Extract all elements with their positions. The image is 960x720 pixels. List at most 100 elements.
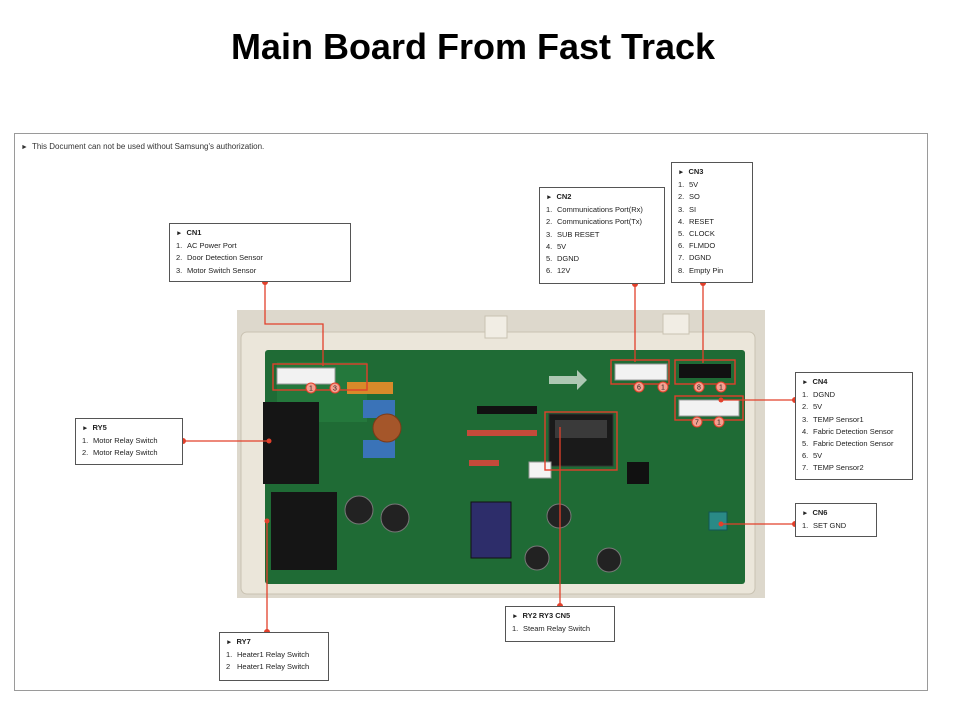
pin-description: DGND [813,390,836,400]
ry7-relay [271,492,337,570]
pin-number: 1. [82,436,89,446]
resistor-row [469,460,499,466]
pin-list-item: 1. 5V [678,179,746,191]
pin-list-item: 3.SI [678,204,746,216]
pin-description: Communications Port(Rx) [557,205,643,215]
transformer [470,501,512,559]
pin-description: TEMP Sensor2 [813,463,864,473]
pin-list-item: 6. 5V [802,450,906,462]
pin-number: 3. [546,229,553,239]
pin-list-item: 1.AC Power Port [176,240,344,252]
pin-description: Motor Switch Sensor [187,265,257,275]
callout-header-text: CN3 [688,167,704,176]
pin-list-item: 3.SUB RESET [546,229,658,241]
pin-list-item: 2. Communications Port(Tx) [546,216,658,228]
cn6-connector [708,511,728,531]
callout-header-text: CN2 [556,192,572,201]
cn4-highlight [674,395,744,421]
pin-list-item: 4.5V [546,241,658,253]
electrolytic-capacitor [344,495,374,525]
arrow-print [549,370,587,390]
svg-text:6: 6 [637,385,641,392]
pin-description: 5V [689,180,699,190]
pin-mark: 1 [305,382,317,394]
pin-description: SET GND [813,521,847,531]
pin-number: 3. [678,204,685,214]
pin-description: Empty Pin [689,265,724,275]
pin-description: TEMP Sensor1 [813,414,864,424]
pin-number: 1. [678,180,685,190]
svg-text:1: 1 [309,386,313,393]
pin-number: 2. [546,217,553,227]
callout-header-text: RY5 [92,423,107,432]
pin-list-item: 1. SET GND [802,520,870,532]
pin-mark: 1 [713,416,725,428]
pin-list-item: 5. DGND [546,253,658,265]
triangle-bullet-icon: ► [226,639,233,646]
ry5-relay [263,402,319,484]
callout-header: ►CN4 [802,376,906,389]
pin-number: 8. [678,265,685,275]
callout-header: ►RY2 RY3 CN5 [512,610,608,623]
svg-text:1: 1 [717,420,721,427]
triangle-bullet-icon: ► [21,144,28,151]
cn1-connector [276,367,336,385]
pin-description: AC Power Port [187,241,237,251]
callout-header-text: CN6 [812,508,828,517]
pin-number: 5. [546,254,553,264]
electrolytic-capacitor [546,503,572,529]
triangle-bullet-icon: ► [546,194,553,201]
pin-description: Fabric Detection Sensor [813,439,894,449]
pin-list-item: 7.TEMP Sensor2 [802,462,906,474]
pin-number: 2. [802,402,809,412]
pin-number: 6. [546,266,553,276]
pin-list-item: 5.Fabric Detection Sensor [802,438,906,450]
callout-header: ►RY7 [226,636,322,649]
pin-description: Communications Port(Tx) [557,217,643,227]
pin-list-item: 1.DGND [802,389,906,401]
inductor [372,413,402,443]
triangle-bullet-icon: ► [512,613,519,620]
pin-number: 4. [546,241,553,251]
electrolytic-capacitor [380,503,410,533]
main-board-image: 1 3 6 1 8 1 7 1 [237,310,765,598]
pin-list-item: 1.Heater1 Relay Switch [226,649,322,661]
pin-description: Heater1 Relay Switch [237,650,310,660]
capacitor-orange [347,382,393,394]
pin-number: 3. [176,265,183,275]
relay-top [555,420,607,438]
svg-text:3: 3 [333,386,337,393]
resistor-row [467,430,537,436]
electrolytic-capacitor [524,545,550,571]
triangle-bullet-icon: ► [82,425,89,432]
pin-list-item: 2. 5V [802,401,906,413]
casing-tab [662,313,690,335]
page-title: Main Board From Fast Track [230,26,716,67]
notice-text: This Document can not be used without Sa… [31,142,265,151]
pin-list-item: 1.Communications Port(Rx) [546,204,658,216]
cn3-highlight [674,359,736,385]
pin-list-item: 6.FLMDO [678,240,746,252]
pin-description: 5V [813,451,823,461]
cn4-connector [678,399,740,417]
pin-description: SO [689,192,700,202]
pin-list-item: 2 Heater1 Relay Switch [226,661,322,673]
pin-mark: 8 [693,381,705,393]
pin-number: 6. [802,451,809,461]
pin-number: 6. [678,241,685,251]
callout-header: ►CN3 [678,166,746,179]
pin-mark: 1 [715,381,727,393]
document-frame: ►This Document can not be used without S… [14,133,928,691]
pin-number: 1. [802,521,809,531]
svg-text:1: 1 [719,385,723,392]
pin-description: DGND [557,254,580,264]
pin-number: 2 [226,662,231,672]
pin-description: Heater1 Relay Switch [237,662,310,672]
triangle-bullet-icon: ► [176,230,183,237]
cn2-connector [614,363,668,381]
pin-description: 5V [813,402,823,412]
svg-text:8: 8 [697,385,701,392]
